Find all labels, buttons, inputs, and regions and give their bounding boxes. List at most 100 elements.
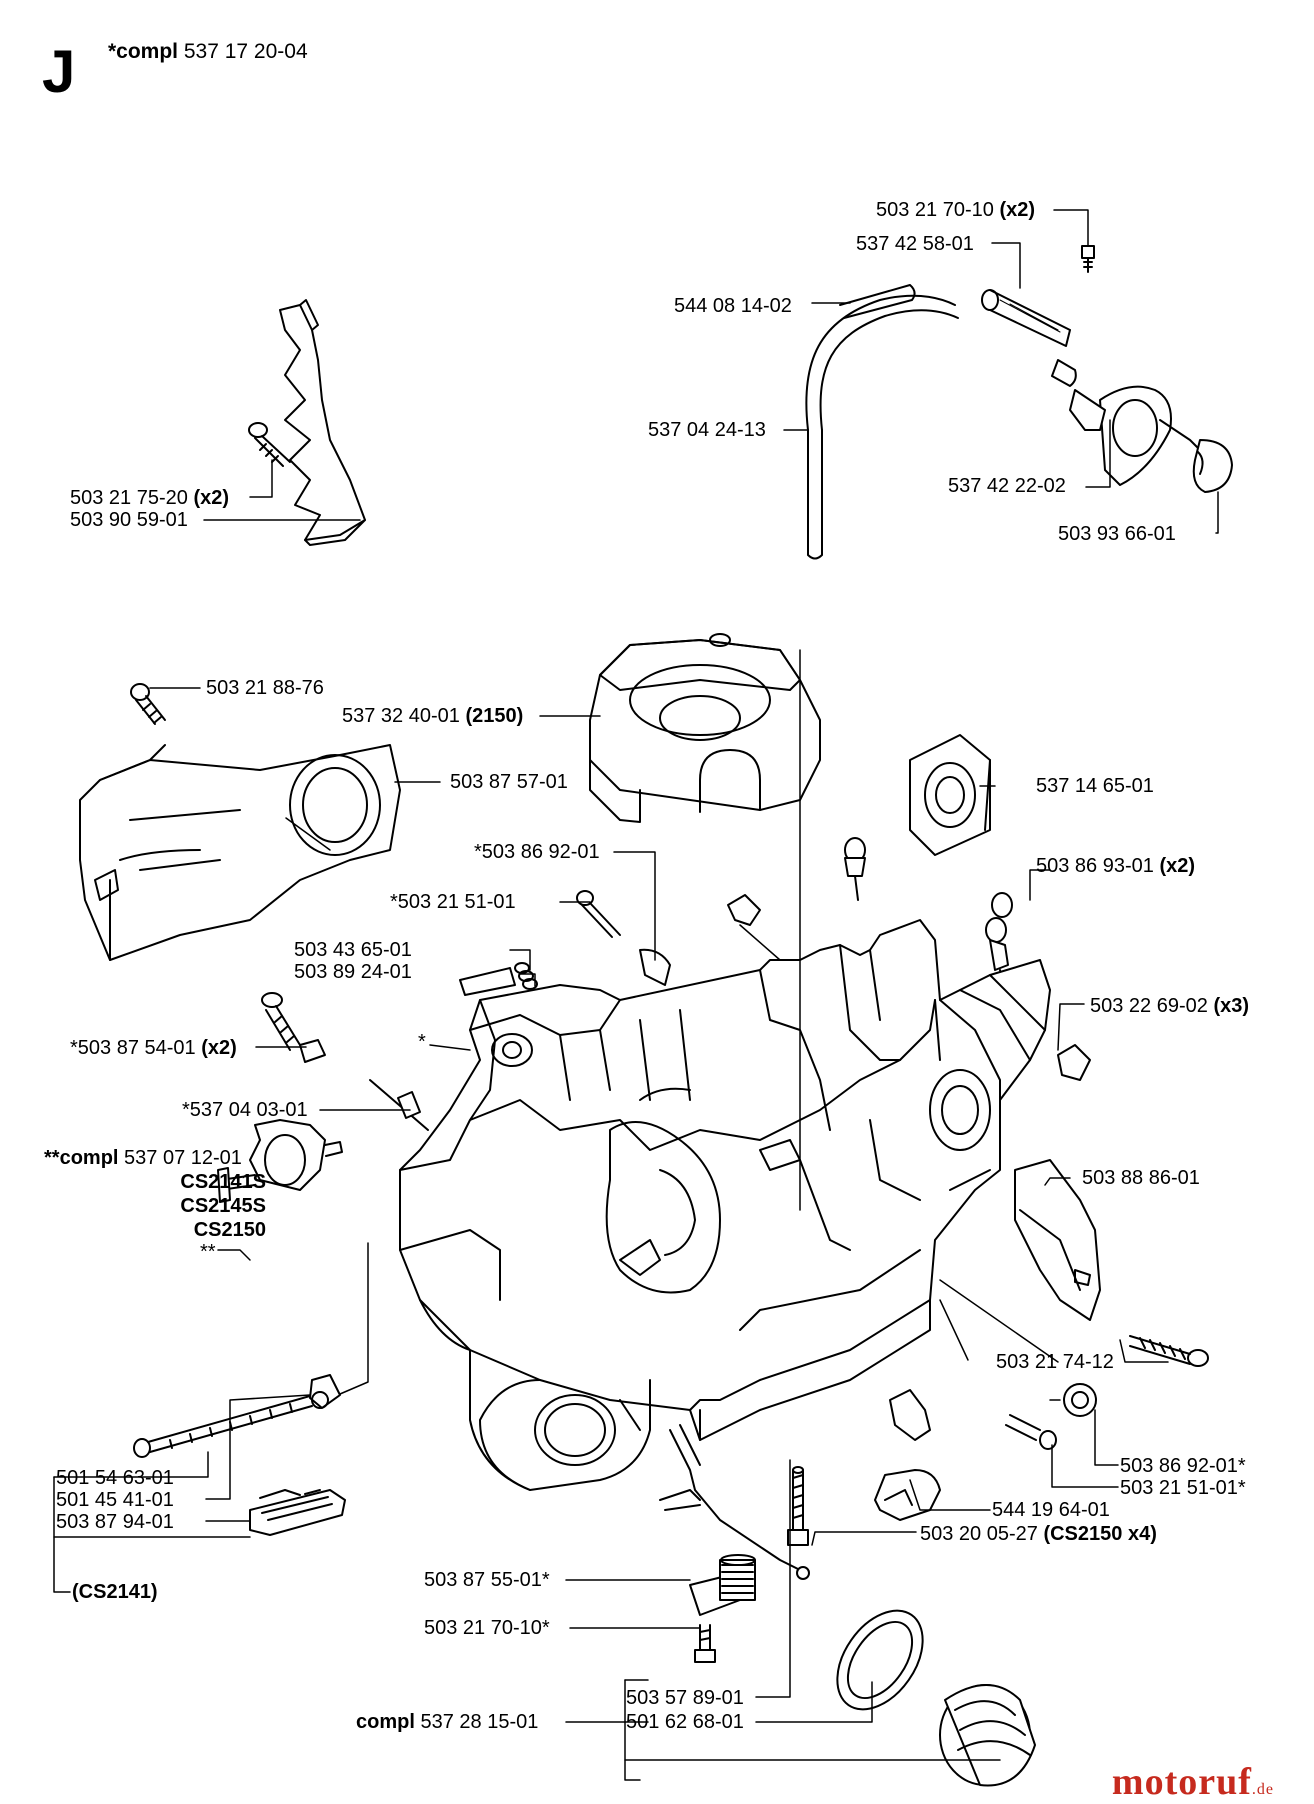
compl-prefix: compl	[356, 1711, 415, 1733]
air-seal-drawing	[909, 734, 991, 856]
part-label-503-21-70-10: 503 21 70-10 (x2)	[876, 198, 1035, 222]
model-cs2145s: CS2145S	[180, 1195, 266, 1217]
part-number: 537 28 15-01	[420, 1711, 539, 1733]
part-label-544-08-14-02: 544 08 14-02	[674, 294, 792, 318]
part-number: 501 54 63-01	[56, 1467, 174, 1489]
seal-ring-drawing	[836, 1609, 924, 1711]
part-number: 544 19 64-01	[992, 1499, 1110, 1521]
part-label-503-57-89-01: 503 57 89-01	[626, 1686, 744, 1710]
clutch-cover-screw-drawing	[130, 683, 166, 725]
bumper-screw-drawing	[248, 422, 291, 467]
part-label-503-21-70-10-star: 503 21 70-10*	[424, 1616, 550, 1640]
part-number: 503 87 94-01	[56, 1511, 174, 1533]
part-number: *	[418, 1031, 426, 1053]
plug-a-drawing	[844, 837, 866, 901]
compl-prefix: *compl	[108, 40, 179, 63]
model-cs2150: CS2150	[193, 1219, 266, 1241]
part-number: 503 21 74-12	[996, 1351, 1114, 1373]
part-qty: (x3)	[1213, 995, 1250, 1017]
part-number: 501 45 41-01	[56, 1489, 174, 1511]
bar-stud-drawing	[787, 1466, 809, 1546]
part-label-503-86-93-01: 503 86 93-01 (x2)	[1036, 854, 1195, 878]
part-label-503-90-59-01: 503 90 59-01	[70, 508, 188, 532]
adjuster-screw-drawing	[133, 1374, 341, 1458]
part-number: 537 14 65-01	[1036, 775, 1154, 797]
crankcase-drawing	[399, 919, 1051, 1491]
part-number: 503 87 55-01*	[424, 1569, 550, 1591]
part-number: 503 20 05-27	[920, 1523, 1038, 1545]
part-label-503-87-57-01: 503 87 57-01	[450, 770, 568, 794]
cylinder-seat-drawing	[589, 633, 821, 823]
primer-bulb-drawing	[1069, 385, 1233, 493]
part-qty: (x2)	[1159, 855, 1196, 877]
part-label-cs2141: (CS2141)	[72, 1580, 158, 1604]
pin-drawing	[369, 1079, 429, 1131]
part-label-537-28-15-01: compl 537 28 15-01	[356, 1710, 538, 1734]
watermark-logo: motoruf.de	[1111, 1761, 1274, 1803]
part-number: 503 43 65-01	[294, 939, 412, 961]
bushing-drawing	[576, 890, 671, 986]
part-number: (CS2141)	[72, 1581, 158, 1603]
part-number: 537 42 22-02	[948, 475, 1066, 497]
deflector-drawing	[1014, 1159, 1101, 1321]
spring-pin-drawing	[459, 962, 538, 996]
clip-bottom-drawing	[874, 1389, 941, 1521]
part-label-544-19-64-01: 544 19 64-01	[992, 1498, 1110, 1522]
part-qty: (x2)	[999, 199, 1036, 221]
part-number: 503 21 70-10*	[424, 1617, 550, 1639]
part-label-503-87-55-01: 503 87 55-01*	[424, 1568, 550, 1592]
part-label-537-04-24-13: 537 04 24-13	[648, 418, 766, 442]
part-number: 503 86 93-01	[1036, 855, 1154, 877]
part-qty: (2150)	[465, 705, 524, 727]
part-number: 503 21 51-01*	[1120, 1477, 1246, 1499]
part-qty: (x2)	[193, 487, 230, 509]
part-label-501-54-63-01: 501 54 63-01	[56, 1466, 174, 1490]
bumper-spike-drawing	[279, 299, 366, 546]
part-label-503-43-65-01: 503 43 65-01	[294, 938, 412, 962]
part-label-503-87-54-01: *503 87 54-01 (x2)	[70, 1036, 237, 1060]
part-number: 537 32 40-01	[342, 705, 460, 727]
compl-prefix: **compl	[44, 1147, 119, 1169]
part-number: 503 88 86-01	[1082, 1167, 1200, 1189]
part-label-537-14-65-01: 537 14 65-01	[1036, 774, 1154, 798]
part-label-star: *	[418, 1030, 426, 1054]
section-letter: J	[42, 38, 76, 105]
part-qty: (CS2150 x4)	[1043, 1523, 1157, 1545]
oil-cap-drawing	[939, 1684, 1036, 1787]
clutch-cover-drawing	[79, 744, 401, 961]
primer-screw-drawing	[1081, 245, 1095, 273]
part-label-537-42-58-01: 537 42 58-01	[856, 232, 974, 256]
part-label-503-93-66-01: 503 93 66-01	[1058, 522, 1176, 546]
oil-filter-drawing	[689, 1554, 756, 1616]
part-number: 503 21 75-20	[70, 487, 188, 509]
oil-hose-drawing	[659, 1424, 810, 1580]
part-number: 537 07 12-01	[124, 1147, 242, 1169]
tensioner-bolt-drawing	[261, 992, 326, 1063]
part-label-537-04-03-01: *537 04 03-01	[182, 1098, 308, 1122]
part-label-503-21-74-12: 503 21 74-12	[996, 1350, 1114, 1374]
part-number: 503 22 69-02	[1090, 995, 1208, 1017]
part-number: 503 86 92-01*	[1120, 1455, 1246, 1477]
part-number: 503 90 59-01	[70, 509, 188, 531]
part-number: 503 87 57-01	[450, 771, 568, 793]
part-label-503-89-24-01: 503 89 24-01	[294, 960, 412, 984]
bar-bolt-drawing	[1129, 1335, 1209, 1367]
part-label-503-86-92-01-star-suffix: 503 86 92-01*	[1120, 1454, 1246, 1478]
oil-filter-screw-drawing	[694, 1624, 716, 1663]
part-number: 537 04 24-13	[648, 419, 766, 441]
part-number: 503 89 24-01	[294, 961, 412, 983]
part-number: **	[200, 1241, 216, 1263]
assembly-header: *compl 537 17 20-04	[108, 40, 308, 64]
model-cs2141s: CS2141S	[180, 1171, 266, 1193]
part-label-503-21-51-01-star-suffix: 503 21 51-01*	[1120, 1476, 1246, 1500]
part-number: *537 04 03-01	[182, 1099, 308, 1121]
leader-lines	[53, 209, 1219, 1781]
bushing-right-drawing	[1063, 1383, 1097, 1417]
part-label-503-22-69-02: 503 22 69-02 (x3)	[1090, 994, 1249, 1018]
part-number: 503 21 70-10	[876, 199, 994, 221]
part-label-503-86-92-01-star-prefix: *503 86 92-01	[474, 840, 600, 864]
part-label-double-star: **	[200, 1240, 216, 1264]
screw-right-drawing	[1005, 1414, 1057, 1450]
part-label-501-45-41-01: 501 45 41-01	[56, 1488, 174, 1512]
